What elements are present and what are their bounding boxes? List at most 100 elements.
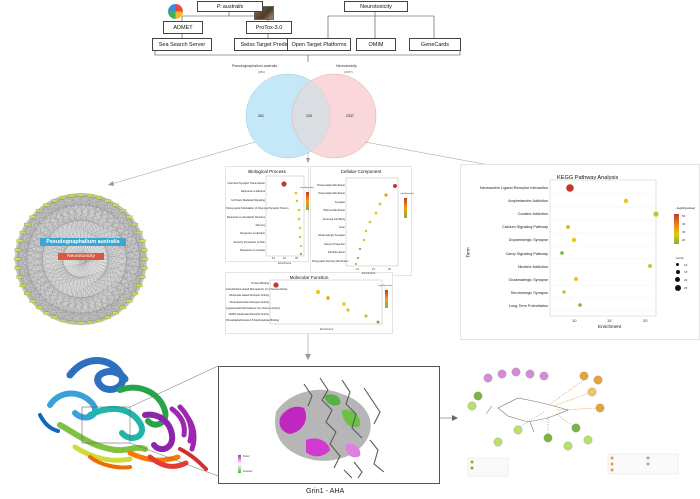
residue-node	[497, 369, 507, 379]
zoom-connector	[129, 365, 219, 477]
bp-term-label: G-Protein Mediated Signaling	[231, 198, 265, 202]
network-node	[35, 305, 43, 309]
cc-dot	[384, 193, 388, 197]
venn-diagram	[245, 73, 377, 159]
kegg-plot	[549, 179, 659, 317]
network-node	[104, 315, 111, 319]
kegg-dot	[566, 184, 574, 192]
sea-search-box: Sea Search Server	[152, 38, 212, 51]
admet-box: ADMET	[163, 21, 203, 34]
kegg-legend-value: 40	[682, 222, 686, 226]
kegg-dot	[648, 264, 652, 268]
cc-xlabel: Enrichment	[362, 272, 376, 275]
genecards-box: GeneCards	[409, 38, 461, 51]
network-node	[139, 239, 146, 243]
bp-dot	[294, 191, 298, 195]
protein-ribbon-structure	[38, 357, 208, 471]
network-node	[16, 275, 23, 279]
venn-left-count: (381)	[258, 70, 266, 74]
network-node	[95, 318, 103, 322]
network-neurotoxicity-label[interactable]: Neurotoxicity	[58, 253, 104, 260]
bp-xlabel: Enrichment	[278, 262, 292, 265]
surface-legend-donor: Donor	[243, 455, 250, 458]
residue-node	[483, 373, 493, 383]
mf-term-label: Protein Binding	[251, 282, 269, 285]
network-node	[29, 215, 36, 219]
mf-dot	[346, 308, 350, 312]
cc-term-label: Presynaptic Membrane	[318, 192, 345, 196]
docking-caption: Grin1 - AHA	[306, 486, 345, 495]
cc-term-label: Dendrite Spine	[327, 251, 345, 255]
residue-node	[511, 367, 521, 377]
residue-node	[473, 391, 483, 401]
bp-xtick: 30	[295, 257, 298, 260]
mf-term-label: Acetylcholine-Gated Monoatomic Ion Chann…	[226, 288, 288, 292]
network-node	[126, 215, 133, 219]
mf-term-label: Glutamate-Gated Receptor Activity	[229, 294, 269, 298]
cc-xtick: 10	[356, 268, 359, 271]
kegg-legend-value: 50	[682, 214, 686, 218]
kegg-count-value: 15	[684, 270, 688, 274]
cc-plot	[345, 177, 399, 267]
bp-dot	[298, 226, 302, 230]
network-node	[126, 299, 133, 303]
bp-dot	[297, 208, 301, 212]
kegg-count-title: count	[676, 256, 684, 260]
bp-title: Biological Process	[248, 169, 286, 174]
network-node	[14, 248, 21, 252]
cc-term-label: Plasma Membrane	[323, 209, 345, 213]
network-node	[19, 284, 26, 288]
network-node	[24, 292, 31, 296]
mf-title: Molecular Function	[289, 275, 329, 280]
network-node	[136, 230, 143, 234]
network-node	[43, 203, 50, 207]
kegg-count-swatch	[675, 277, 680, 282]
kegg-term-label: Long-Term Potentiation	[508, 303, 548, 308]
mf-dot	[326, 296, 330, 300]
venn-left-label: Pseudognaphalium australis	[232, 64, 278, 68]
network-compound-label[interactable]: Pseudognaphalium australis	[40, 238, 126, 246]
kegg-dot	[562, 290, 566, 294]
network-node	[141, 248, 148, 252]
venn-right-count: (2457)	[344, 70, 353, 74]
bp-dot	[297, 217, 301, 221]
kegg-xtick: 20	[643, 318, 648, 323]
bp-term-label: Response to Ethanol	[240, 190, 265, 194]
bp-panel: Biological Process	[225, 166, 309, 262]
binding-pocket-surface	[275, 377, 385, 479]
bp-dot	[299, 252, 303, 256]
mf-term-label: Ligand-Gated Monoatomic Ion Channel Acti…	[226, 306, 281, 310]
kegg-term-label: Glutamatergic Synapse	[508, 277, 548, 282]
kegg-dot	[566, 225, 570, 229]
bp-term-label: Chemical Synaptic Transmission	[227, 182, 265, 185]
kegg-xtick: 15	[607, 318, 612, 323]
kegg-term-label: Nicotine Addiction	[517, 264, 548, 269]
kegg-count-value: 25	[684, 286, 688, 290]
cc-legend-title: -log10(pvalue)	[400, 193, 414, 195]
residue-node	[543, 433, 553, 443]
kegg-term-label: Dopaminergic Synapse	[508, 238, 548, 243]
kegg-count-swatch	[674, 285, 681, 291]
residue-node	[539, 371, 549, 381]
mf-plot	[269, 279, 383, 325]
network-node	[59, 318, 67, 322]
residue-node	[593, 375, 603, 385]
protox-box: ProTox-3.0	[246, 21, 292, 34]
plant-box: P. australis	[197, 1, 263, 12]
kegg-legend-title: -log10(pvalue)	[676, 206, 696, 210]
network-node	[141, 257, 149, 261]
network-node	[112, 311, 119, 315]
cc-term-label: Neuron Projection	[324, 242, 345, 246]
mf-dot	[273, 282, 279, 288]
kegg-dot	[623, 198, 629, 204]
venn-overlap: 120	[306, 114, 312, 118]
network-node	[139, 275, 146, 279]
cc-xtick: 15	[372, 268, 375, 271]
network-node	[136, 284, 143, 288]
cc-term-label: Presynaptic Density Membrane	[312, 259, 349, 263]
bp-term-label: Response to Cocaine	[240, 249, 265, 253]
bp-dot	[281, 181, 287, 187]
cc-dot	[356, 256, 360, 260]
mf-panel: Molecular Function	[225, 272, 393, 334]
bp-term-label: Sensory Perception of Pain	[233, 240, 265, 244]
